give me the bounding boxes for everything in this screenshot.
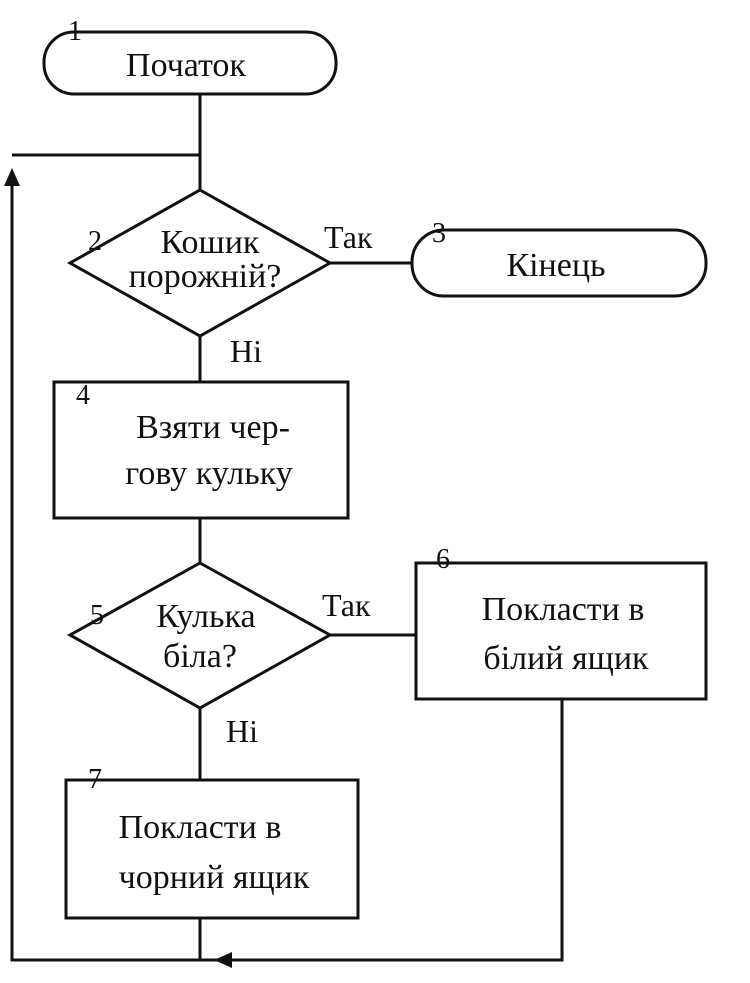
put-white-line1: Покласти в [482,591,645,628]
put-black-box-process [64,778,360,920]
connector-white-box-to-merge [220,699,564,962]
put-black-line2: чорний ящик [119,859,310,896]
basket-empty-decision [66,188,334,338]
put-black-line1: Покласти в [119,809,282,846]
start-number: 1 [68,16,82,47]
connector-loop-return [10,180,220,962]
white-check-line1: Кулька [156,598,255,635]
put-black-number: 7 [88,764,102,795]
take-ball-process [52,380,350,520]
end-label: Кінець [506,247,605,284]
basket-check-line2: порожній? [129,258,282,295]
end-number: 3 [432,218,446,249]
loop-up-arrow [4,168,20,186]
take-ball-number: 4 [76,380,90,411]
white-no-label: Ні [226,713,258,749]
start-terminal [42,30,338,96]
take-ball-line2: гову кульку [125,455,293,492]
basket-yes-label: Так [324,219,373,255]
white-yes-label: Так [322,587,371,623]
take-ball-line1: Взяти чер- [136,409,290,446]
ball-white-decision [66,561,334,710]
basket-check-line1: Кошик [161,224,260,261]
white-check-number: 5 [90,600,104,631]
basket-no-label: Ні [230,333,262,369]
white-check-line2: біла? [163,638,237,675]
end-terminal [410,228,708,298]
merge-left-arrow [214,952,232,968]
basket-check-number: 2 [88,226,102,257]
put-white-number: 6 [436,544,450,575]
start-label: Початок [126,47,246,84]
put-white-line2: білий ящик [483,640,649,677]
put-white-box-process [414,561,708,701]
